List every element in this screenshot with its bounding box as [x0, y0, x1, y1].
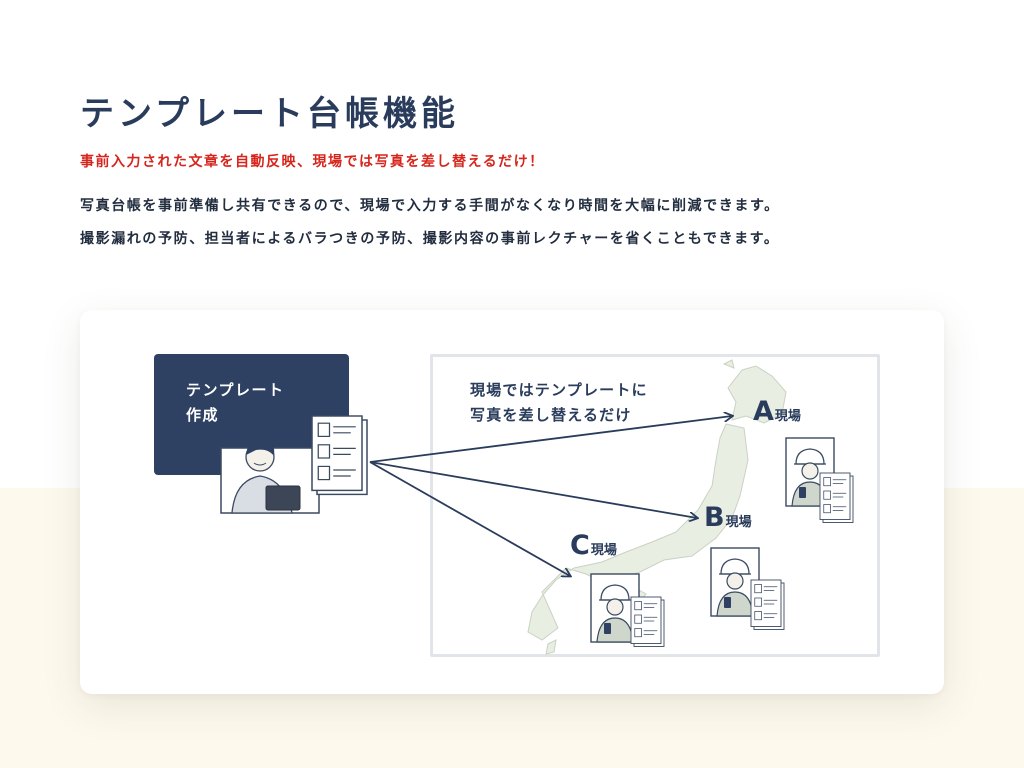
site-b-label: B現場	[704, 502, 752, 533]
construction-worker-illustration	[590, 573, 665, 647]
diagram-card: テンプレート 作成	[80, 310, 944, 694]
template-create-label: テンプレート 作成	[186, 378, 285, 428]
map-caption-line-2: 写真を差し替えるだけ	[470, 406, 632, 424]
document-template-icon	[311, 415, 368, 496]
template-create-line-2: 作成	[186, 406, 220, 424]
map-caption-line-1: 現場ではテンプレートに	[470, 381, 648, 399]
description-line-1: 写真台帳を事前準備し共有できるので、現場で入力する手間がなくなり時間を大幅に削減…	[80, 198, 780, 214]
description-line-2: 撮影漏れの予防、担当者によるバラつきの予防、撮影内容の事前レクチャーを省くことも…	[80, 231, 780, 247]
arrow-icon	[369, 416, 732, 576]
site-b-letter: B	[704, 502, 725, 533]
site-c-letter: C	[570, 530, 590, 561]
diagram-illustration	[220, 359, 854, 655]
tablet-icon	[265, 485, 301, 511]
site-b-suffix: 現場	[725, 515, 752, 530]
map-caption: 現場ではテンプレートに 写真を差し替えるだけ	[470, 378, 648, 428]
page-title: テンプレート台帳機能	[80, 94, 459, 134]
site-c-label: C現場	[570, 530, 617, 561]
template-create-line-1: テンプレート	[186, 381, 285, 399]
site-c-suffix: 現場	[590, 543, 617, 558]
site-a-letter: A	[753, 396, 774, 427]
construction-worker-illustration	[785, 437, 854, 523]
construction-worker-illustration	[710, 547, 785, 630]
site-a-suffix: 現場	[774, 409, 801, 424]
site-a-label: A現場	[753, 396, 801, 427]
feature-tagline: 事前入力された文章を自動反映、現場では写真を差し替えるだけ！	[80, 154, 545, 170]
